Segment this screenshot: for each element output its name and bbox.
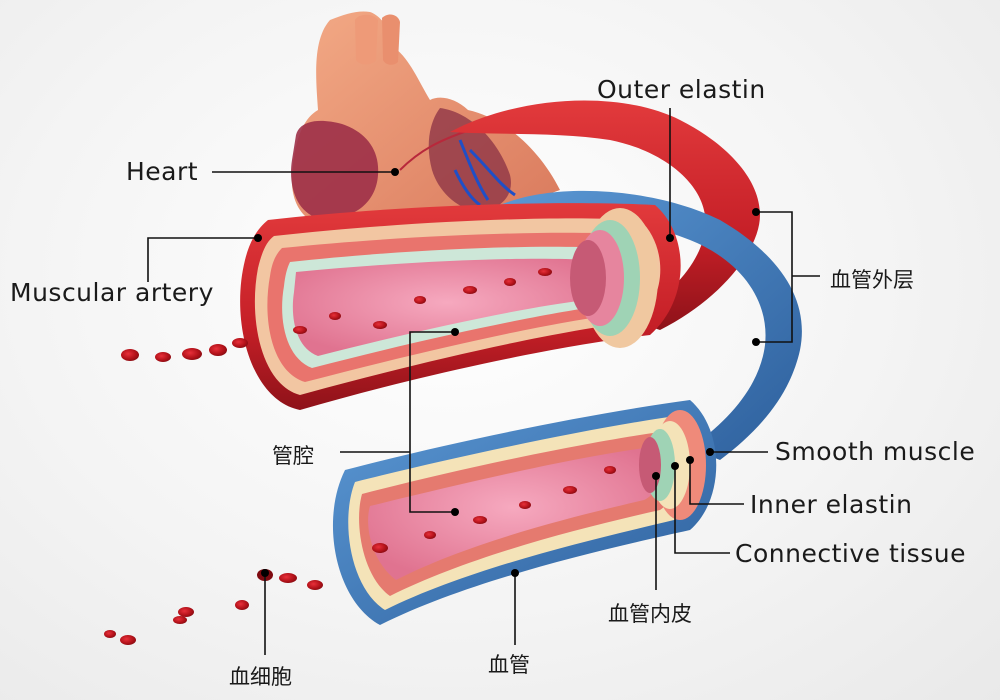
label-heart: Heart <box>126 157 199 186</box>
outer-layer-pointer-dot-top <box>752 208 760 216</box>
outer-layer-pointer-dot-bottom <box>752 338 760 346</box>
heart-illustration <box>291 11 560 233</box>
label-inner-elastin: Inner elastin <box>750 490 913 519</box>
vein-band <box>500 190 802 461</box>
label-muscular-artery: Muscular artery <box>10 278 214 307</box>
label-blood-vessel: 血管 <box>488 653 530 677</box>
lumen-pointer-dot-top <box>451 328 459 336</box>
smooth-muscle-pointer-dot <box>706 448 714 456</box>
blood-cell-pointer-dot <box>261 569 269 577</box>
lower-vessel-segment <box>332 400 717 625</box>
heart-pointer-dot <box>391 168 399 176</box>
label-outer-elastin: Outer elastin <box>597 75 766 104</box>
connective-tissue-pointer-dot <box>671 462 679 470</box>
label-vessel-outer-layer: 血管外层 <box>830 268 914 292</box>
leader-dots <box>254 168 760 577</box>
muscular-artery-pointer-dot <box>254 234 262 242</box>
lumen-pointer-dot-bottom <box>451 508 459 516</box>
blood-vessel-pointer-dot <box>511 569 519 577</box>
label-connective-tissue: Connective tissue <box>735 539 966 568</box>
label-blood-cell: 血细胞 <box>229 665 292 689</box>
label-endothelium: 血管内皮 <box>608 602 692 626</box>
label-lumen: 管腔 <box>272 444 314 468</box>
endothelium-pointer-dot <box>652 472 660 480</box>
artery-band <box>450 100 760 330</box>
outer-elastin-pointer-dot <box>666 234 674 242</box>
red-blood-cells <box>104 268 616 645</box>
leader-lines <box>147 108 820 655</box>
inner-elastin-pointer-dot <box>686 456 694 464</box>
label-smooth-muscle: Smooth muscle <box>775 437 976 466</box>
muscular-artery-segment <box>240 203 681 410</box>
